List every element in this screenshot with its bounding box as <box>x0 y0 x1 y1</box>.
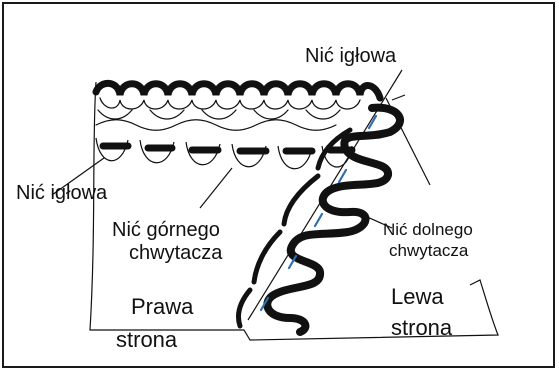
label-lower-looper-thread-1: Nić dolnego <box>383 220 473 239</box>
label-needle-thread-top: Nić igłowa <box>305 45 397 67</box>
upper-loop-row <box>92 79 384 131</box>
label-right-side-1: Prawa <box>131 294 194 319</box>
label-needle-thread-left: Nić igłowa <box>16 182 108 204</box>
diagonal-thread-highlights <box>259 114 378 312</box>
label-lower-looper-thread-2: chwytacza <box>389 241 469 260</box>
label-right-side-2: strona <box>116 327 178 352</box>
diagonal-loop-chain <box>235 103 404 336</box>
lower-row-loops <box>95 137 353 170</box>
label-wrong-side-1: Lewa <box>391 284 444 309</box>
label-upper-looper-thread-2: chwytacza <box>129 242 223 264</box>
fabric-outline <box>89 81 499 341</box>
label-wrong-side-2: strona <box>391 315 453 340</box>
lower-stitch-dashes <box>99 142 356 155</box>
label-upper-looper-thread-1: Nić górnego <box>112 219 220 241</box>
